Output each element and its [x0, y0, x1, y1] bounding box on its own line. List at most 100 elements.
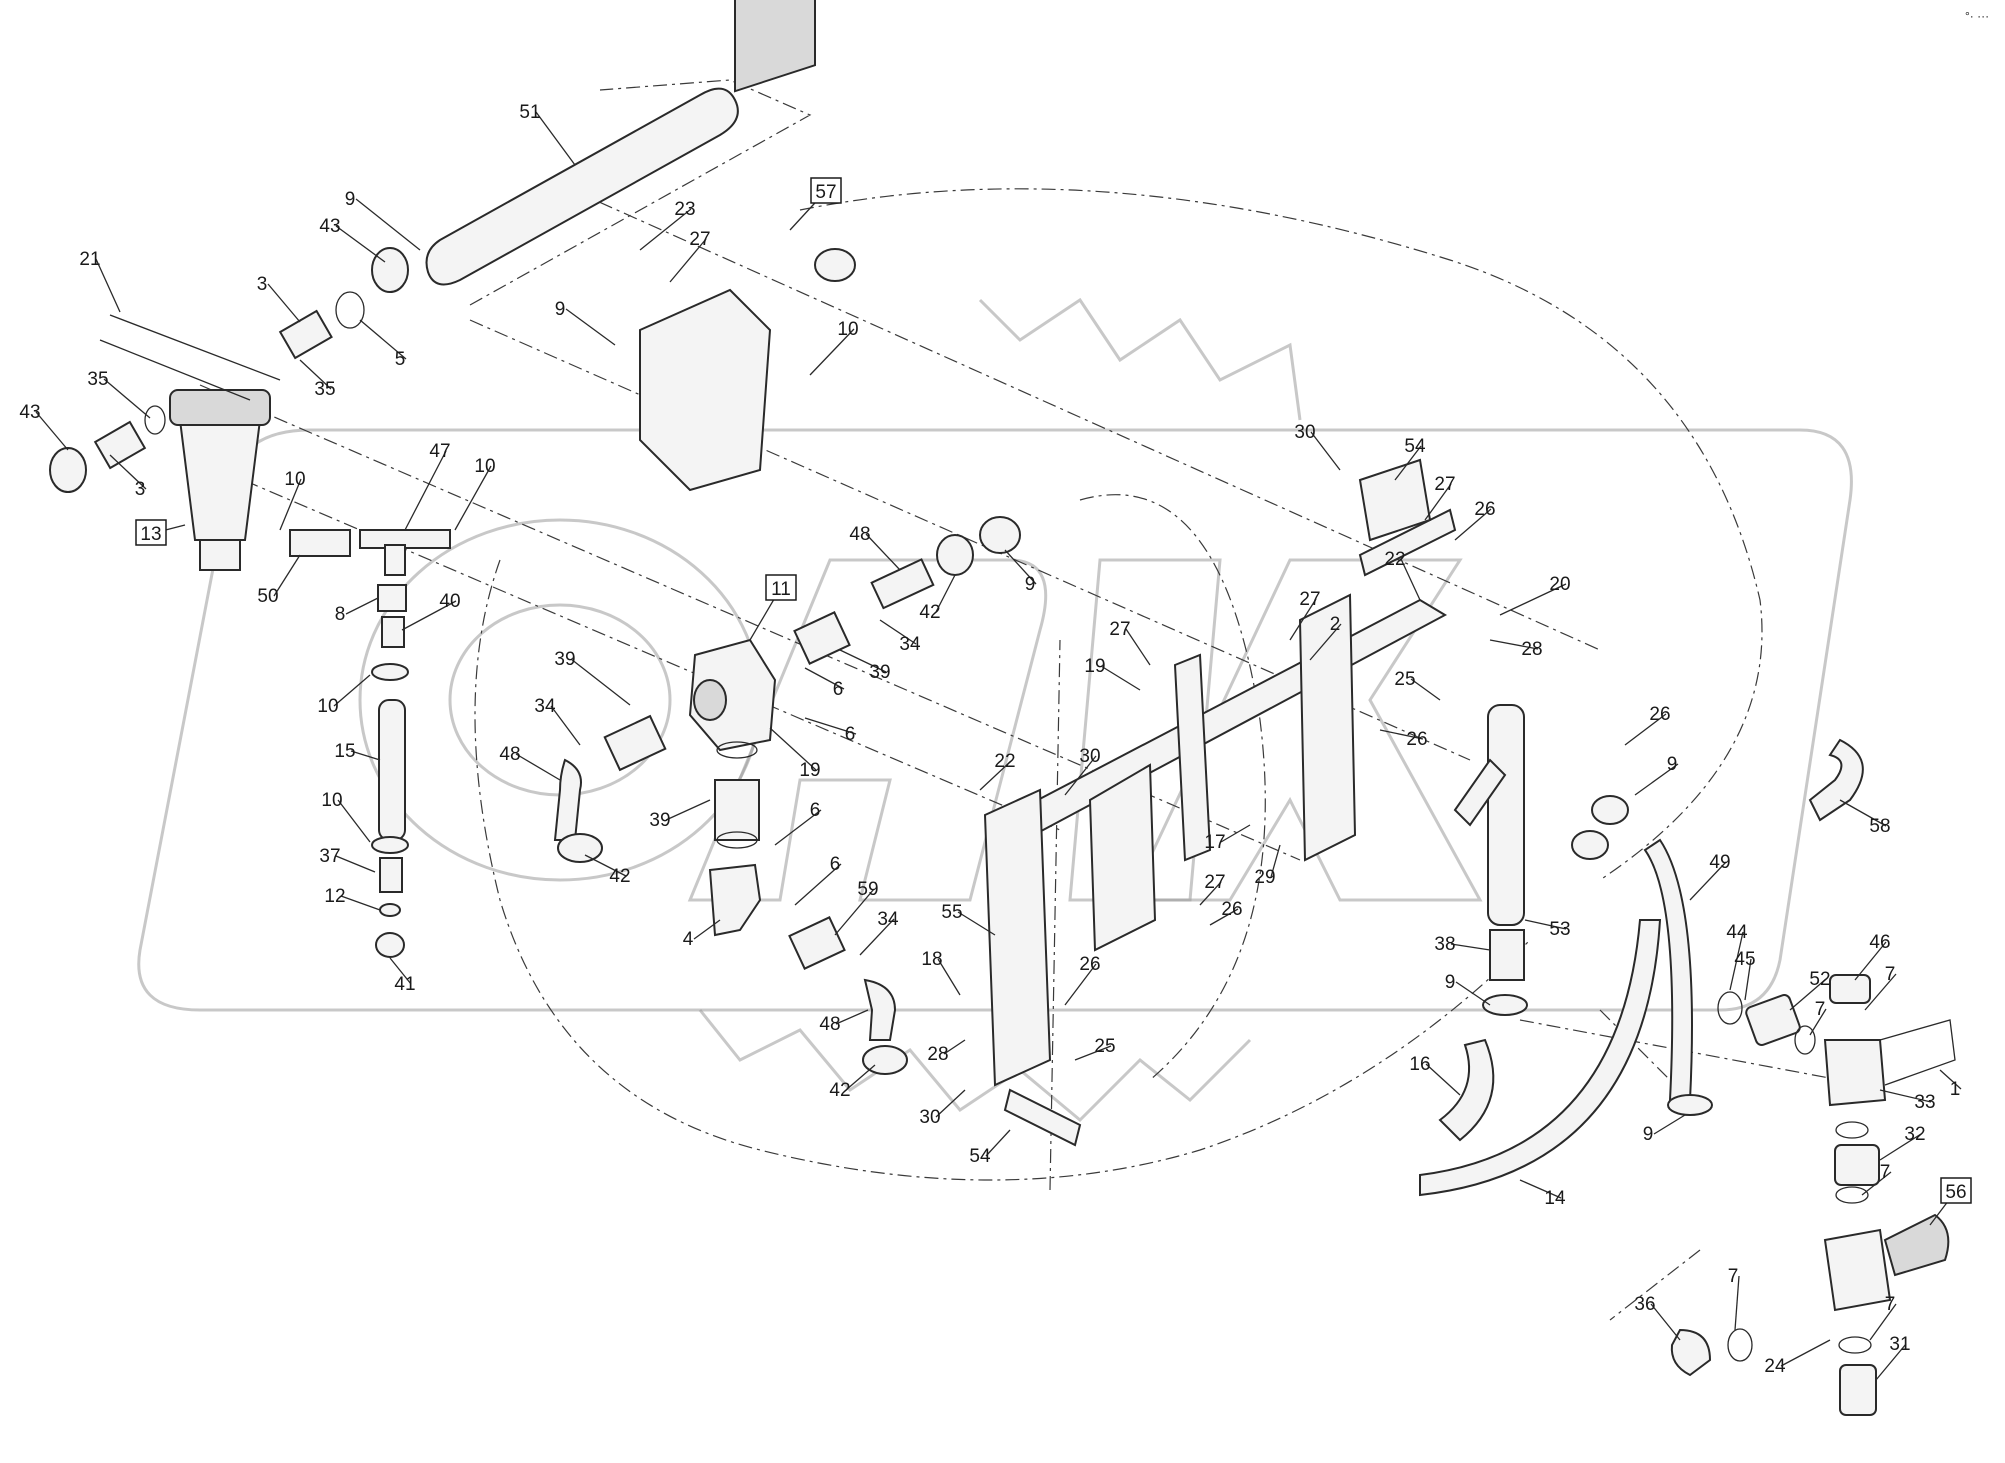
callout-19a: 19 [1084, 656, 1105, 677]
leader-43a [335, 225, 386, 263]
leader-9f [1653, 1114, 1686, 1135]
callout-1: 1 [1950, 1079, 1961, 1100]
leader-19a [1100, 665, 1141, 691]
valve-57 [734, 0, 816, 93]
cap-46 [1829, 974, 1871, 1004]
leader-15 [350, 750, 381, 761]
callout-10b: 10 [284, 469, 305, 490]
leader-6d [794, 863, 842, 906]
clamp-9-valve [814, 248, 856, 282]
leader-34c [859, 918, 895, 956]
leader-37 [335, 855, 376, 873]
callout-26c: 26 [1649, 704, 1670, 725]
leader-22b [979, 760, 1012, 791]
tail-48b [870, 558, 935, 610]
leader-33 [1879, 1089, 1932, 1103]
elbow-36 [1670, 1328, 1712, 1377]
clamp-9e [1482, 994, 1528, 1016]
leader-27b [1424, 483, 1452, 521]
callout-48b: 48 [499, 744, 520, 765]
leader-30a [1310, 431, 1341, 471]
callout-28b: 28 [927, 1044, 948, 1065]
callout-18: 18 [921, 949, 942, 970]
callout-42c: 42 [829, 1080, 850, 1101]
leader-54a [1394, 445, 1422, 481]
bracket-54b [1003, 1088, 1082, 1147]
nut-41 [375, 932, 405, 958]
leader-7d [1734, 1275, 1740, 1331]
leader-40 [401, 600, 457, 631]
callout-8: 8 [335, 604, 346, 625]
leader-35a [299, 359, 332, 390]
callout-10e: 10 [321, 790, 342, 811]
filter-13-drain [199, 539, 241, 571]
callout-36: 36 [1634, 1294, 1655, 1315]
callout-2: 2 [1330, 614, 1341, 635]
leader-31 [1875, 1343, 1907, 1381]
leader-45 [1744, 958, 1752, 1001]
callout-20: 20 [1549, 574, 1570, 595]
callout-30c: 30 [919, 1107, 940, 1128]
clamp-9c [979, 516, 1021, 554]
bracket-a [1088, 763, 1157, 952]
coupler-8 [377, 584, 407, 612]
callout-5: 5 [395, 349, 406, 370]
callout-45: 45 [1734, 949, 1755, 970]
callout-47: 47 [429, 441, 450, 462]
leader-6a [804, 667, 845, 690]
leader-10d [333, 674, 371, 707]
callout-27d: 27 [1109, 619, 1130, 640]
tube-20 [1358, 508, 1457, 577]
leader-52 [1789, 978, 1827, 1011]
leader-3a [267, 283, 301, 323]
valve-33 [1823, 1039, 1887, 1107]
callout-26a: 26 [1474, 499, 1495, 520]
elbow-48c [863, 978, 897, 1041]
leader-46 [1854, 941, 1887, 981]
callout-12: 12 [324, 886, 345, 907]
callout-23: 23 [674, 199, 695, 220]
leader-42a [935, 574, 956, 613]
nut-43a [371, 247, 409, 293]
callout-34c: 34 [877, 909, 899, 930]
leader-54b [985, 1129, 1011, 1157]
callout-9e: 9 [1445, 972, 1456, 993]
callout-7a: 7 [1885, 964, 1896, 985]
leader-49 [1689, 861, 1727, 901]
leader-51 [535, 111, 576, 166]
callout-7c: 7 [1880, 1162, 1891, 1183]
leader-lines [35, 111, 1962, 1381]
callout-31: 31 [1889, 1334, 1910, 1355]
leader-47 [404, 450, 447, 531]
callout-38: 38 [1434, 934, 1455, 955]
hose-14 [1419, 919, 1662, 1197]
leader-4 [693, 919, 721, 940]
leader-7c [1861, 1171, 1892, 1196]
callout-30b: 30 [1079, 746, 1100, 767]
callout-56: 56 [1945, 1182, 1966, 1203]
leader-26b [1379, 729, 1424, 740]
callout-30a: 30 [1294, 422, 1315, 443]
callout-6d: 6 [830, 854, 841, 875]
bracket-2 [1298, 593, 1357, 862]
leader-27e [1199, 881, 1222, 906]
leader-30b [1064, 755, 1097, 796]
leader-14 [1519, 1179, 1562, 1199]
callout-42b: 42 [609, 866, 630, 887]
callout-42a: 42 [919, 602, 940, 623]
leader-42c [845, 1064, 876, 1091]
bracket-b [1173, 653, 1212, 862]
leader-2 [1309, 623, 1342, 661]
leader-36 [1650, 1303, 1681, 1341]
callout-9a: 9 [345, 189, 356, 210]
leader-9d [1634, 763, 1679, 796]
leader-55 [957, 911, 996, 936]
tail-39c [714, 779, 760, 841]
callout-34a: 34 [899, 634, 921, 655]
fitting-38 [1489, 929, 1525, 981]
clamp-10-upper [371, 663, 409, 681]
callout-22b: 22 [994, 751, 1015, 772]
leader-8 [345, 597, 379, 615]
callout-27c: 27 [1299, 589, 1320, 610]
